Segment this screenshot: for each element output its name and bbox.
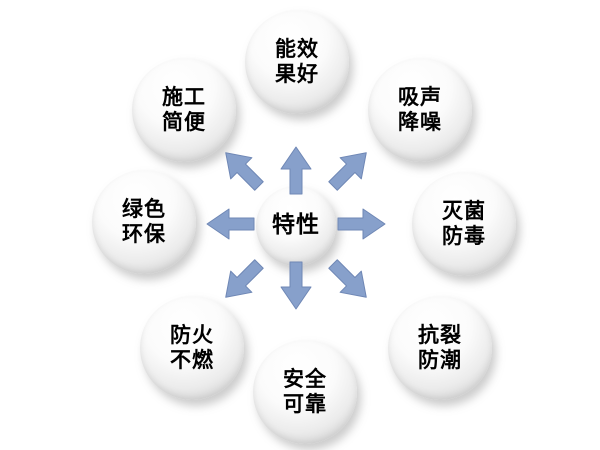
node-top-left: 施工 简便 xyxy=(132,58,236,162)
node-right-label-line2: 防毒 xyxy=(442,224,486,248)
node-center: 特性 xyxy=(256,186,336,266)
node-bottom-left-label-line2: 不燃 xyxy=(170,348,214,372)
node-bottom-right-label-line1: 抗裂 xyxy=(418,322,462,347)
node-right: 灭菌 防毒 xyxy=(412,172,516,276)
node-top-left-label-line2: 简便 xyxy=(162,110,206,134)
node-bottom-left: 防火 不燃 xyxy=(140,296,244,400)
node-center-label: 特性 xyxy=(272,212,320,239)
arrow-up-right-icon xyxy=(320,139,379,198)
node-bottom-label-line1: 安全 xyxy=(283,366,327,391)
node-top: 能效 果好 xyxy=(245,10,349,114)
arrow-left-icon xyxy=(205,207,255,241)
arrow-right-icon xyxy=(337,207,387,241)
node-bottom-right: 抗裂 防潮 xyxy=(388,296,492,400)
arrow-up-icon xyxy=(279,145,313,195)
node-top-label-line1: 能效 xyxy=(275,36,319,61)
node-top-left-label-line1: 施工 xyxy=(162,84,206,109)
node-top-label-line2: 果好 xyxy=(275,62,319,86)
arrow-down-icon xyxy=(279,261,313,311)
node-top-right-label-line2: 降噪 xyxy=(398,110,442,134)
node-bottom-right-label-line2: 防潮 xyxy=(418,348,462,372)
node-bottom: 安全 可靠 xyxy=(253,340,357,444)
node-top-right: 吸声 降噪 xyxy=(368,58,472,162)
arrow-up-left-icon xyxy=(212,139,271,198)
arrow-down-right-icon xyxy=(320,251,379,310)
arrow-down-left-icon xyxy=(212,251,271,310)
node-bottom-left-label-line1: 防火 xyxy=(170,322,214,347)
node-left-label-line2: 环保 xyxy=(122,222,166,246)
node-left: 绿色 环保 xyxy=(92,170,196,274)
node-bottom-label-line2: 可靠 xyxy=(283,392,327,416)
node-top-right-label-line1: 吸声 xyxy=(398,84,442,109)
node-left-label-line1: 绿色 xyxy=(122,196,166,221)
node-right-label-line1: 灭菌 xyxy=(442,198,486,223)
